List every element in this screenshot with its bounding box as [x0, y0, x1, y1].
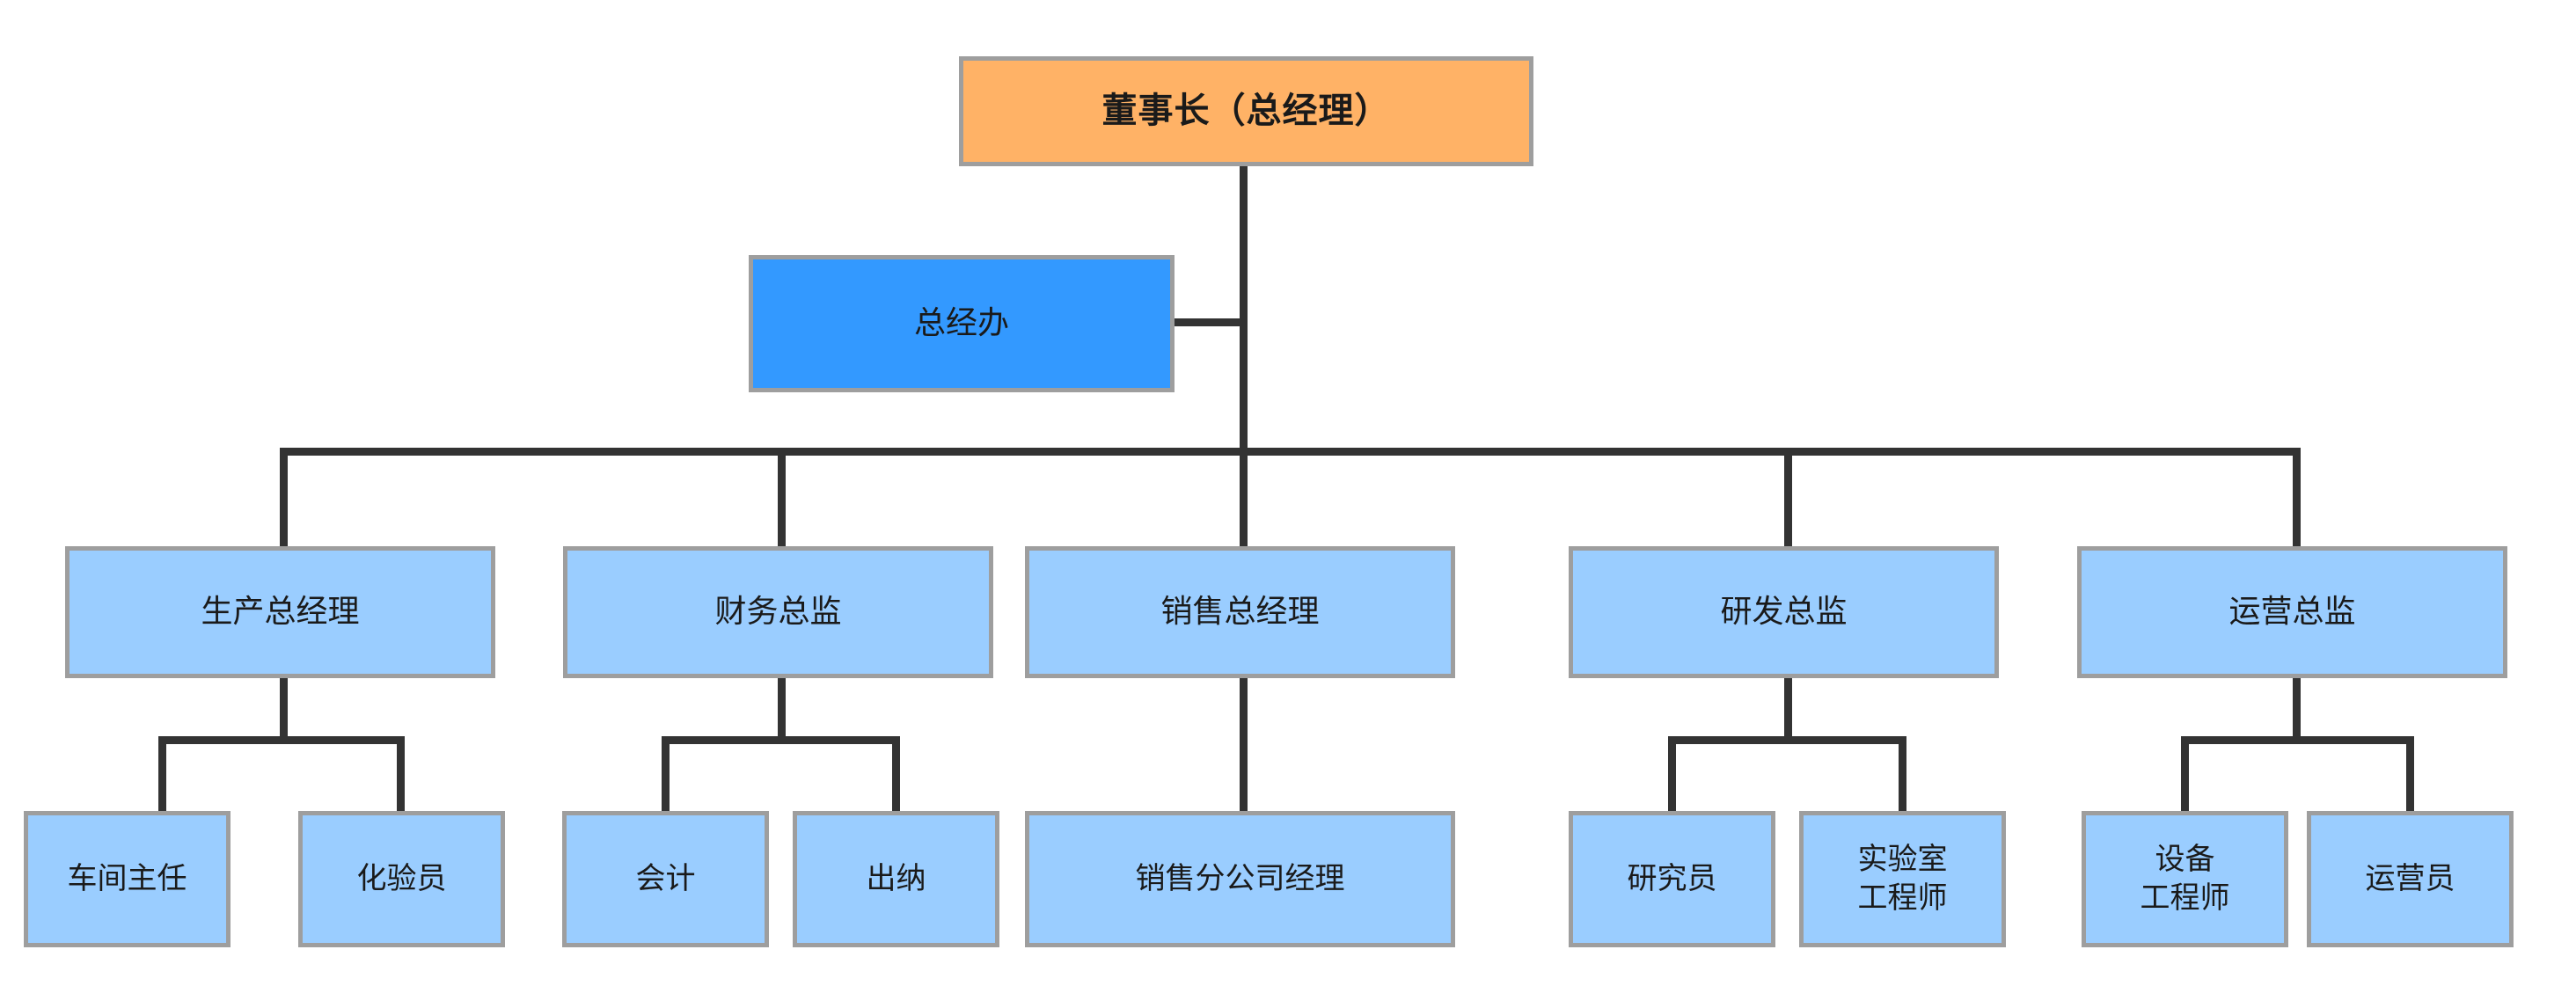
connector-finance-child-2	[892, 736, 900, 811]
connector-division-bus	[280, 448, 2301, 456]
node-finance-director[interactable]: 财务总监	[563, 546, 993, 678]
connector-finance-bar	[662, 736, 900, 744]
connector-drop-rnd	[1784, 448, 1792, 546]
node-operations-director[interactable]: 运营总监	[2077, 546, 2507, 678]
connector-rnd-child-2	[1899, 736, 1906, 811]
connector-operations-child-1	[2181, 736, 2189, 811]
node-equipment-engineer[interactable]: 设备 工程师	[2082, 811, 2288, 947]
connector-rnd-child-1	[1668, 736, 1676, 811]
connector-operations-child-2	[2406, 736, 2414, 811]
connector-operations-bar	[2181, 736, 2414, 744]
node-sales-gm[interactable]: 销售总经理	[1025, 546, 1455, 678]
node-sales-branch-manager[interactable]: 销售分公司经理	[1025, 811, 1455, 947]
connector-drop-operations	[2293, 448, 2301, 546]
connector-production-child-2	[397, 736, 405, 811]
connector-operations-stem	[2293, 678, 2301, 743]
connector-production-stem	[280, 678, 288, 743]
node-lab-technician[interactable]: 化验员	[298, 811, 505, 947]
node-production-gm[interactable]: 生产总经理	[65, 546, 495, 678]
node-workshop-director[interactable]: 车间主任	[24, 811, 231, 947]
connector-rnd-bar	[1668, 736, 1906, 744]
node-chairman[interactable]: 董事长（总经理）	[959, 56, 1533, 166]
connector-chairman-trunk	[1240, 111, 1248, 456]
connector-production-child-1	[158, 736, 166, 811]
connector-drop-finance	[778, 448, 786, 546]
connector-sales-stem	[1240, 678, 1248, 811]
connector-finance-child-1	[662, 736, 670, 811]
node-operations-staff[interactable]: 运营员	[2307, 811, 2514, 947]
connector-rnd-stem	[1784, 678, 1792, 743]
node-researcher[interactable]: 研究员	[1569, 811, 1775, 947]
connector-drop-sales	[1240, 448, 1248, 546]
node-cashier[interactable]: 出纳	[793, 811, 999, 947]
connector-gm-office-stub	[1174, 318, 1244, 326]
node-laboratory-engineer[interactable]: 实验室 工程师	[1799, 811, 2006, 947]
node-gm-office[interactable]: 总经办	[749, 255, 1175, 392]
node-accountant[interactable]: 会计	[562, 811, 769, 947]
connector-drop-production	[280, 448, 288, 546]
node-rnd-director[interactable]: 研发总监	[1569, 546, 1999, 678]
connector-production-bar	[158, 736, 405, 744]
connector-finance-stem	[778, 678, 786, 743]
